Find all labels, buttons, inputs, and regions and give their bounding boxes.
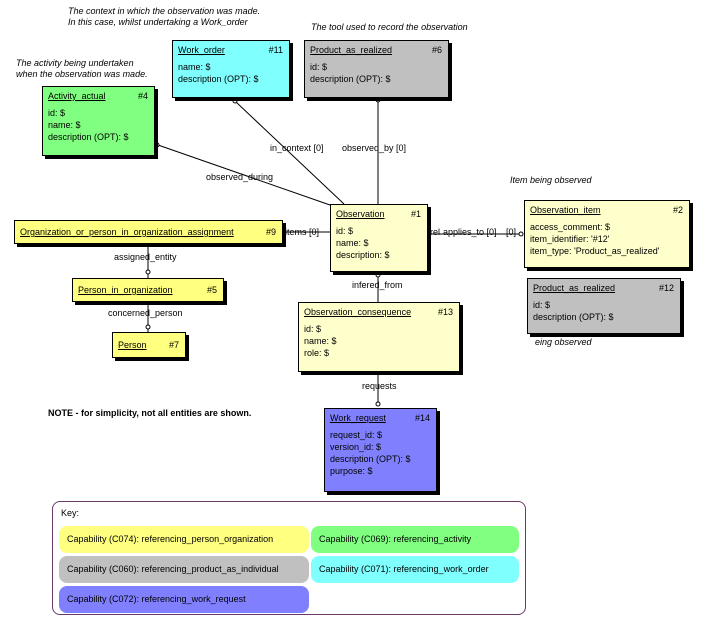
capability-c072: Capability (C072): referencing_work_requ… [59,586,309,613]
context-note-line: The context in which the observation was… [68,6,261,16]
entity-attribute: id: $ [533,300,551,310]
relation-applies-to-index: [0] [506,227,517,237]
relation-rel: rel [430,227,441,237]
entity-attribute: purpose: $ [330,466,373,476]
capability-c071: Capability (C071): referencing_work_orde… [311,556,519,583]
entity-attribute: role: $ [304,348,330,358]
entity-name: Product_as_realized [310,45,393,55]
entity-attribute: version_id: $ [330,442,382,452]
entity-name: Work_request [330,413,386,423]
entity-work-order[interactable]: Work_order #11 name: $ description (OPT):… [172,40,290,98]
entity-name: Observation_item [530,205,601,215]
entity-name: Observation_consequence [304,307,412,317]
entity-attribute: id: $ [336,226,354,236]
entity-attribute: id: $ [304,324,322,334]
activity-note-line: when the observation was made. [16,69,148,79]
entity-work-request[interactable]: Work_request #14 request_id: $ version_id… [324,408,437,492]
entity-attribute: item_type: 'Product_as_realized' [530,246,660,256]
entity-person[interactable]: Person #7 [112,332,186,358]
entity-name: Activity_actual [48,91,106,101]
item-note-bottom: eing observed [535,337,592,347]
entity-attribute: name: $ [48,120,81,130]
item-note-top: Item being observed [510,175,592,185]
entity-observation-item[interactable]: Observation_item #2 access_comment: $ ite… [524,200,690,268]
relation-observed-during: observed_during [206,172,274,182]
entity-attribute: id: $ [48,108,66,118]
capability-key: Key: Capability (C074): referencing_pers… [52,501,526,615]
relation-requests: requests [362,381,397,391]
entity-attribute: request_id: $ [330,430,383,440]
entity-name: Observation [336,209,385,219]
activity-note: The activity being undertaken when the o… [16,58,148,80]
entity-attribute: description (OPT): $ [533,312,614,322]
entity-number: #11 [268,45,283,55]
entity-name: Product_as_realized [533,283,616,293]
capability-c074: Capability (C074): referencing_person_or… [59,526,309,553]
entity-number: #12 [658,283,674,293]
entity-attribute: access_comment: $ [530,222,611,232]
relation-assigned-entity: assigned_entity [114,252,177,262]
relation-in-context: in_context [0] [270,143,324,153]
capability-c060: Capability (C060): referencing_product_a… [59,556,309,583]
entity-attribute: item_identifier: '#12' [530,234,610,244]
activity-note-line: The activity being undertaken [16,58,134,68]
entity-attribute: description (OPT): $ [330,454,411,464]
entity-number: #2 [672,205,683,215]
entity-attribute: description: $ [336,250,390,260]
simplicity-note: NOTE - for simplicity, not all entities … [48,408,252,418]
relation-observed-by: observed_by [0] [342,143,407,153]
relation-infered-from: infered_from [352,280,403,290]
entity-number: #1 [410,209,421,219]
entity-attribute: id: $ [310,62,328,72]
entity-number: #14 [414,413,430,423]
entity-observation-consequence[interactable]: Observation_consequence #13 id: $ name: $… [298,302,460,372]
entity-number: #4 [137,91,148,101]
entity-attribute: name: $ [304,336,337,346]
tool-note: The tool used to record the observation [311,22,468,32]
entity-observation[interactable]: Observation #1 id: $ name: $ description:… [330,204,428,272]
entity-attribute: description (OPT): $ [48,132,129,142]
entity-number: #13 [437,307,453,317]
key-title: Key: [61,508,80,518]
entity-attribute: description (OPT): $ [310,74,391,84]
entity-attribute: description (OPT): $ [178,74,259,84]
entity-number: #9 [265,227,276,237]
entity-number: #7 [168,340,179,350]
entity-number: #5 [206,285,217,295]
entity-product-as-realized-6[interactable]: Product_as_realized #6 id: $ description … [304,40,449,98]
entity-attribute: name: $ [178,62,211,72]
entity-name: Organization_or_person_in_organization_a… [20,227,234,237]
entity-number: #6 [431,45,442,55]
entity-activity-actual[interactable]: Activity_actual #4 id: $ name: $ descript… [42,86,155,156]
capability-c069: Capability (C069): referencing_activity [311,526,519,553]
entity-name: Person_in_organization [78,285,173,295]
entity-person-in-organization[interactable]: Person_in_organization #5 [72,278,224,302]
entity-name: Person [118,340,147,350]
relation-applies-to: applies_to [0] [443,227,497,237]
context-note-line: In this case, whilst undertaking a Work_… [68,17,248,27]
entity-organization-assignment[interactable]: Organization_or_person_in_organization_a… [14,220,283,244]
relation-concerned-person: concerned_person [108,308,183,318]
entity-name: Work_order [178,45,225,55]
relation-items: items [0] [285,227,320,237]
context-note: The context in which the observation was… [68,6,260,28]
entity-attribute: name: $ [336,238,369,248]
entity-product-as-realized-12[interactable]: Product_as_realized #12 id: $ description… [527,278,681,334]
